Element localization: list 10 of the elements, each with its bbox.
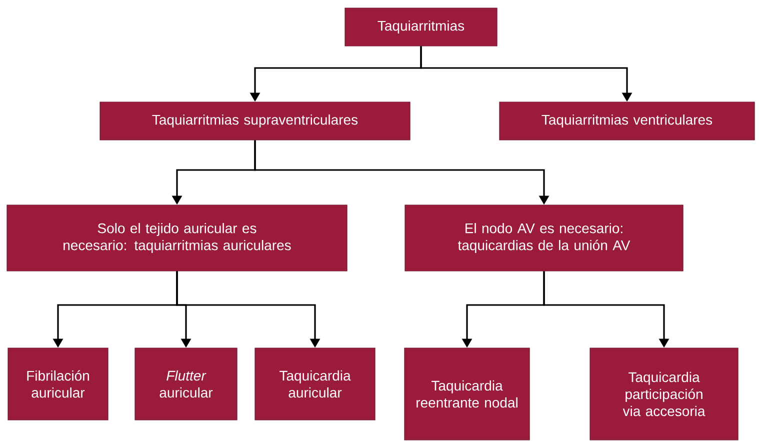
category-box: El nodo AV es necesario: taquicardias de la unión AV bbox=[404, 204, 684, 272]
category-box: Taquiarritmias supraventriculares bbox=[100, 102, 410, 140]
category-box: Taquicardia reentrante nodal bbox=[404, 348, 530, 440]
category-box: Taquiarritmias ventriculares bbox=[499, 102, 755, 140]
category-box: Flutter auricular bbox=[134, 348, 238, 420]
category-box: Fibrilación auricular bbox=[8, 348, 108, 420]
category-box: Taquiarritmias bbox=[344, 8, 498, 46]
category-box: Taquicardia auricular bbox=[254, 348, 376, 420]
category-box: Solo el tejido auricular es necesario: taquiarritmias auriculares bbox=[6, 204, 348, 272]
category-box: Taquicardia participación via accesoria bbox=[590, 348, 738, 440]
